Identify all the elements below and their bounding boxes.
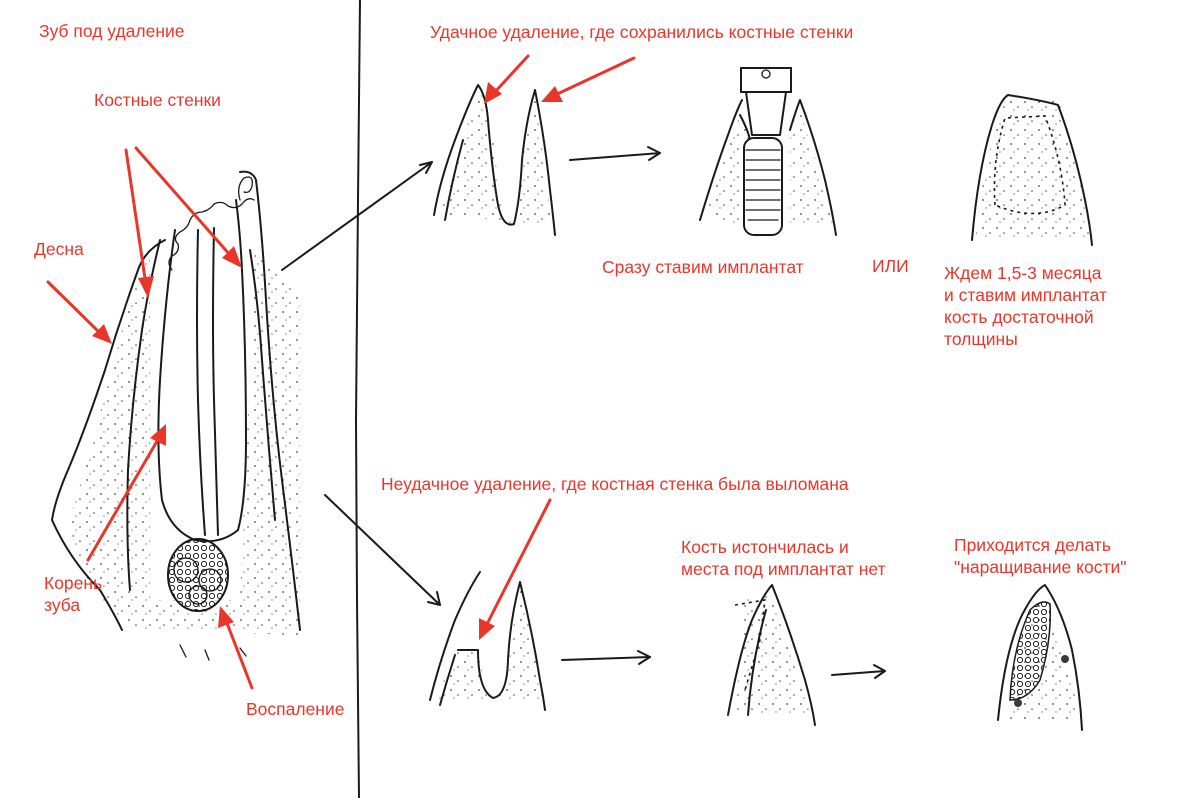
label-bone-walls: Костные стенки [94, 90, 221, 110]
label-tooth-root: Корень зуба [44, 573, 103, 615]
label-wait-then-implant: Ждем 1,5-3 месяца и ставим имплантат кос… [944, 263, 1107, 349]
implant-immediate-sketch [699, 67, 837, 236]
label-or: ИЛИ [872, 256, 909, 276]
label-implant-immediately: Сразу ставим имплантат [602, 257, 804, 277]
arrow-head-failure [427, 591, 441, 606]
arrow-head-success [419, 161, 433, 174]
root-canal-2 [212, 227, 219, 536]
label-failed-extraction: Неудачное удаление, где костная стенка б… [381, 474, 849, 494]
inflammation-cluster [167, 538, 229, 612]
root-canal-1 [196, 229, 206, 536]
red-pointer-arrows [46, 54, 636, 690]
socket-intact-walls [433, 84, 556, 236]
label-inflammation: Воспаление [246, 699, 345, 719]
divider-line [355, 0, 361, 798]
label-tooth-for-extraction: Зуб под удаление [39, 21, 185, 41]
label-bone-grafting: Приходится делать "наращивание кости" [954, 535, 1127, 577]
tooth-with-bone-sketch [51, 170, 301, 661]
socket-broken-wall [429, 571, 546, 711]
bone-wall-right [239, 170, 301, 631]
label-bone-thinned: Кость истончилась и места под имплантат … [681, 537, 886, 579]
thinned-bone-sketch [727, 584, 816, 726]
crown-tip [238, 176, 253, 201]
label-gum: Десна [34, 239, 84, 259]
tooth-root-outline [157, 199, 247, 543]
arrow-thin-to-graft [831, 670, 886, 676]
arrow-to-failure [324, 494, 441, 606]
gum-outline [51, 239, 166, 631]
arrow-success-to-implant [569, 152, 661, 161]
arrow-to-success [281, 161, 433, 271]
healed-bone-sketch [971, 94, 1093, 246]
gum-right [249, 249, 276, 521]
arrow-failure-to-thin [561, 656, 651, 661]
bone-graft-sketch [997, 584, 1083, 731]
label-successful-extraction: Удачное удаление, где сохранились костны… [430, 22, 854, 42]
